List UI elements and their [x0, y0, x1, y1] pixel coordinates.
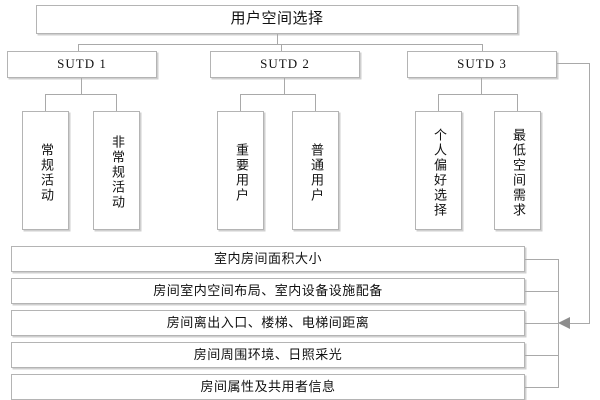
connector-sutd1-child-2 [116, 94, 117, 111]
connector-sutd2-child-1 [240, 94, 241, 111]
connector-sutd1-drop [81, 78, 82, 94]
node-sutd-2: SUTD 2 [210, 51, 360, 78]
node-minimum-space-demand: 最低空间需求 [494, 111, 541, 230]
connector-feedback-in [570, 323, 590, 324]
node-sutd-1: SUTD 1 [7, 51, 157, 78]
connector-sutd1-child-1 [45, 94, 46, 111]
node-personal-preference: 个人偏好选择 [415, 111, 462, 230]
connector-sutd3-child-2 [517, 94, 518, 111]
attribute-row-layout-equipment: 房间室内空间布局、室内设备设施配备 [11, 278, 525, 304]
diagram-title-box: 用户空间选择 [36, 5, 518, 34]
attribute-row-property-sharers: 房间属性及共用者信息 [11, 374, 525, 400]
node-irregular-activity: 非常规活动 [93, 111, 140, 230]
connector-sutd3-drop [481, 78, 482, 94]
attribute-row-environment-daylight: 房间周围环境、日照采光 [11, 342, 525, 368]
connector-sutd2-child-2 [315, 94, 316, 111]
node-important-user: 重要用户 [217, 111, 264, 230]
connector-feedback-vertical [589, 63, 590, 323]
connector-sutd3-feedback-out [557, 63, 589, 64]
arrow-head-icon [558, 317, 570, 329]
connector-attr4-stub [525, 355, 558, 356]
connector-attr5-stub [525, 387, 558, 388]
connector-sutd1-bus [45, 94, 117, 95]
connector-attr2-stub [525, 291, 558, 292]
connector-to-sutd2 [281, 44, 282, 52]
attribute-row-room-area: 室内房间面积大小 [11, 246, 525, 272]
connector-to-sutd3 [482, 44, 483, 52]
connector-title-drop [277, 34, 278, 45]
connector-to-sutd1 [78, 44, 79, 52]
connector-attr3-stub [525, 323, 558, 324]
connector-sutd3-bus [438, 94, 518, 95]
connector-sutd2-bus [240, 94, 316, 95]
connector-level2-bus [78, 44, 483, 45]
connector-sutd2-drop [284, 78, 285, 94]
attribute-row-distance-access: 房间离出入口、楼梯、电梯间距离 [11, 310, 525, 336]
node-sutd-3: SUTD 3 [407, 51, 557, 78]
connector-sutd3-child-1 [438, 94, 439, 111]
node-regular-activity: 常规活动 [22, 111, 69, 230]
connector-attr1-stub [525, 259, 558, 260]
node-ordinary-user: 普通用户 [292, 111, 339, 230]
